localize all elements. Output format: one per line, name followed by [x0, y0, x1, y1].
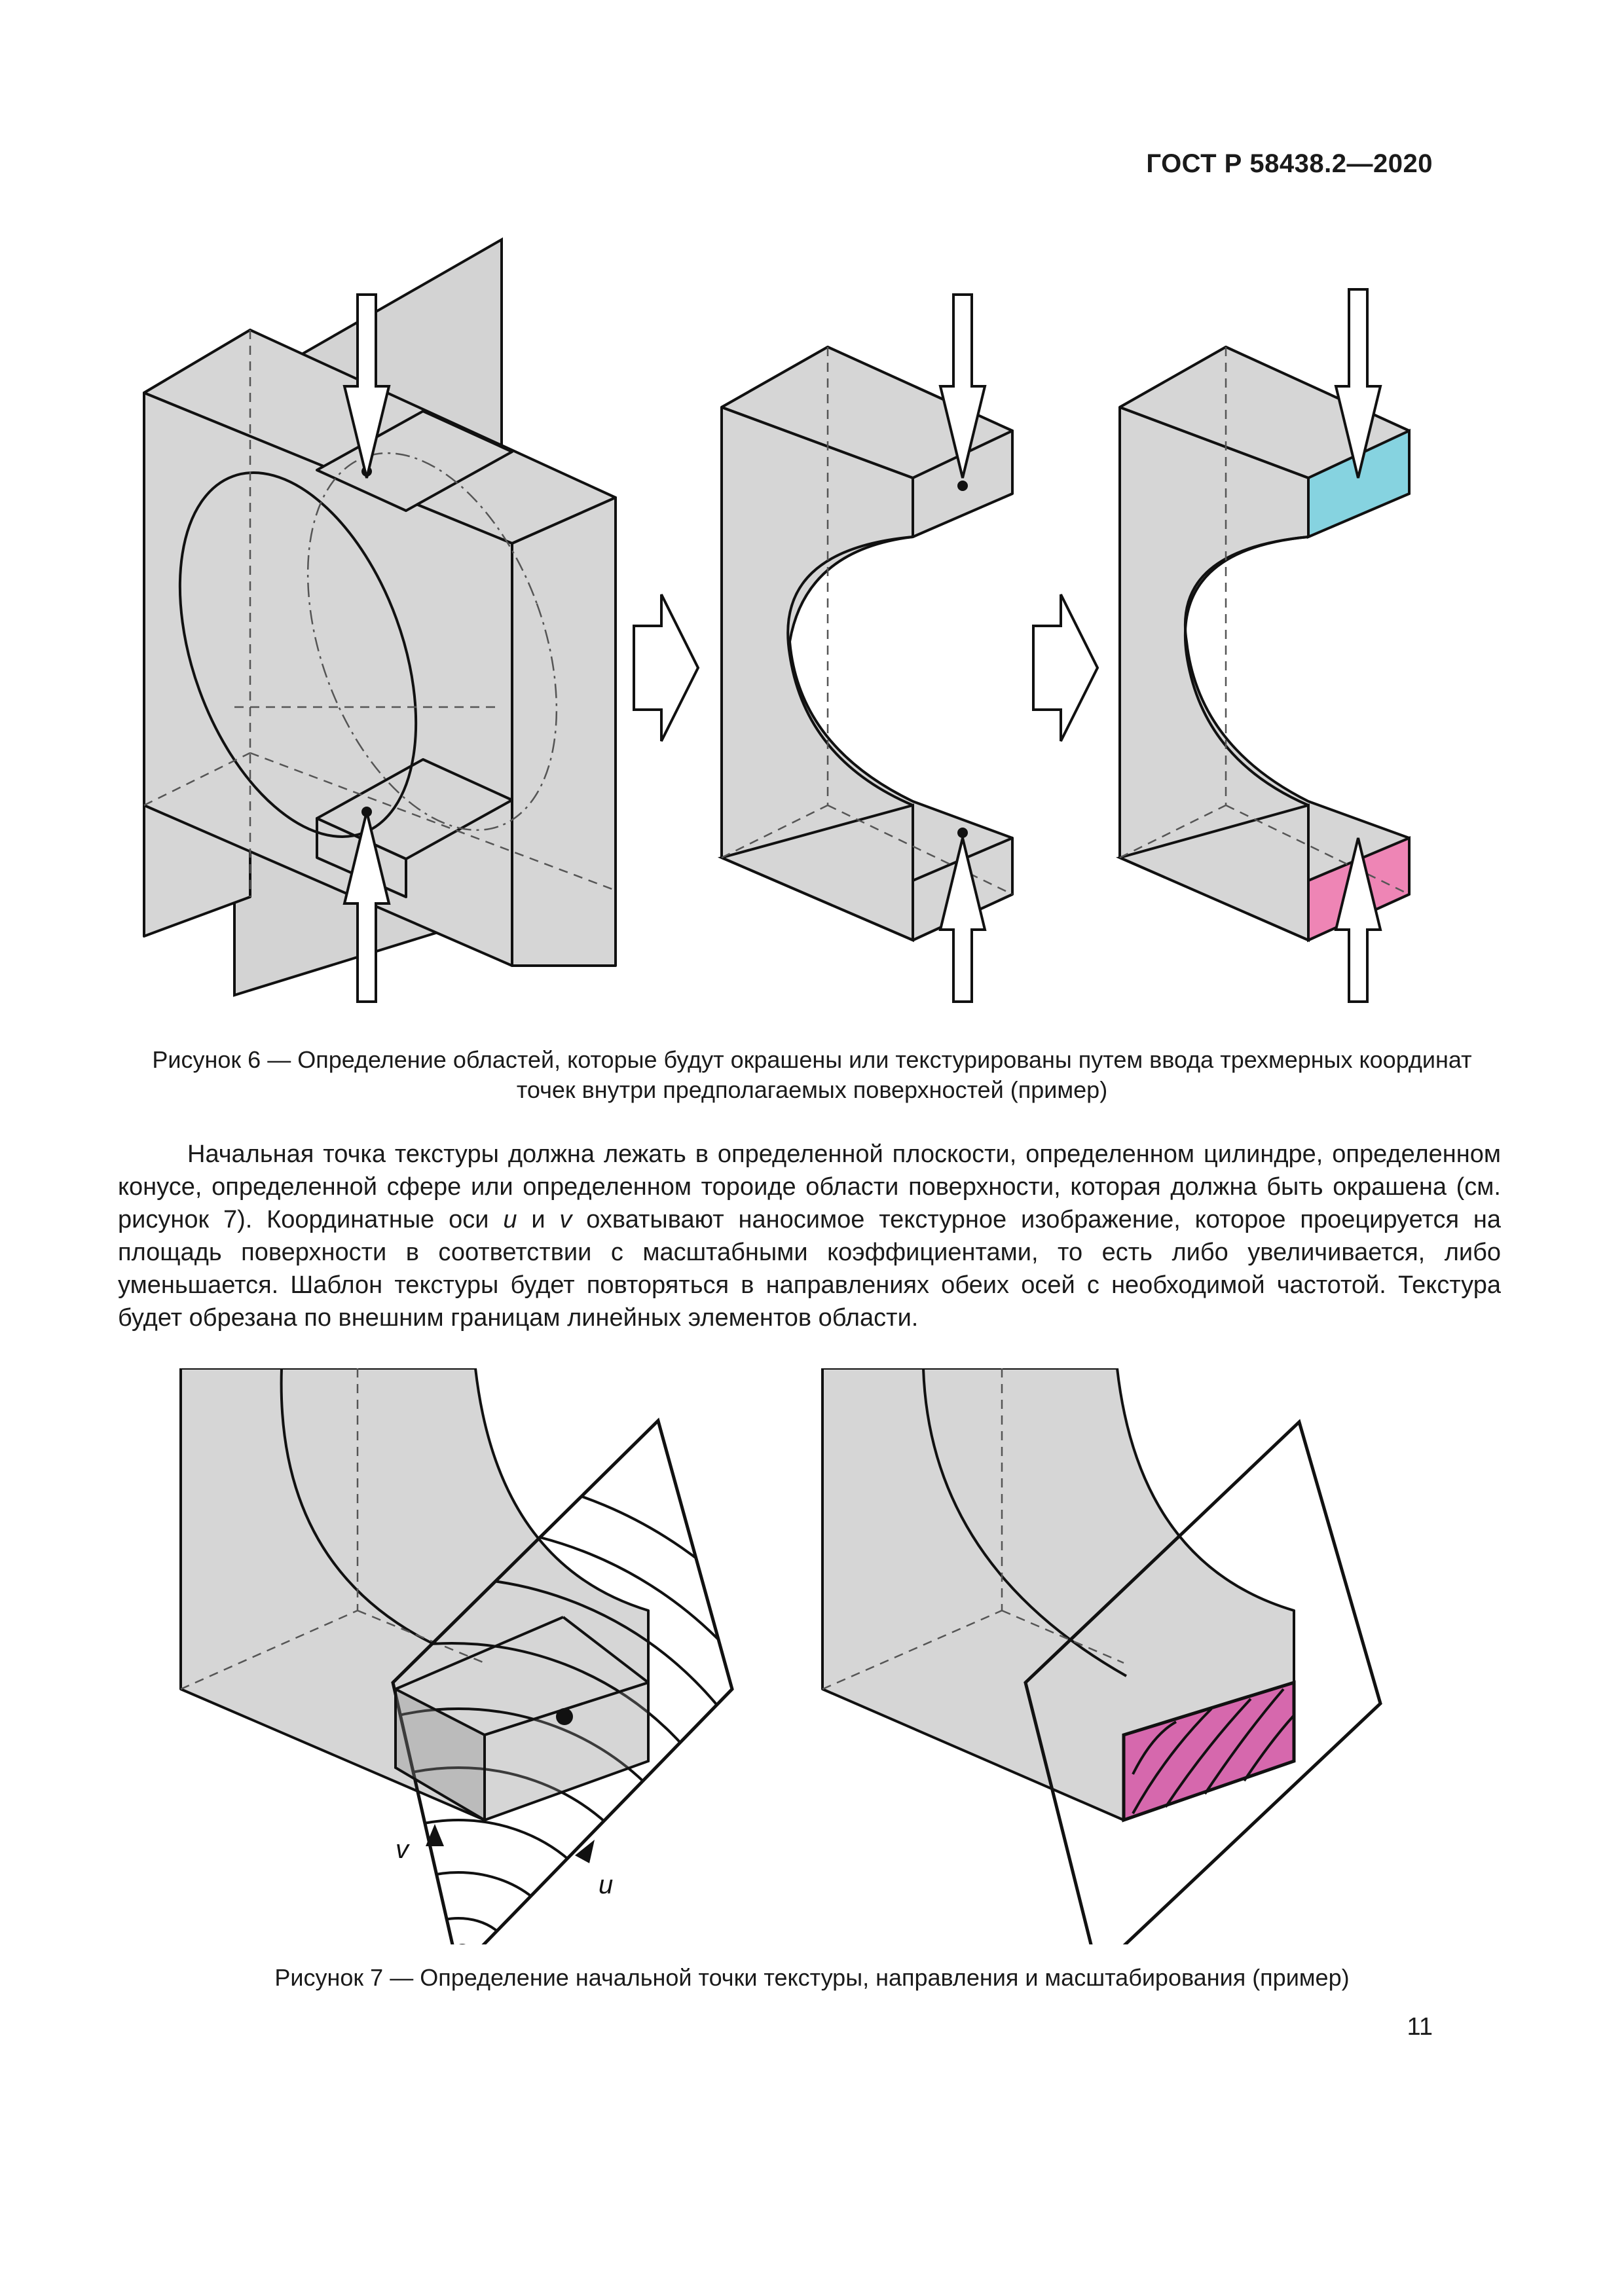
- texture-placement-right: [821, 1368, 1382, 1944]
- texture-origin-point: [556, 1708, 573, 1725]
- page-number: 11: [1407, 2013, 1433, 2041]
- block-carved: [717, 293, 1014, 1003]
- texture-plane: [391, 1417, 734, 1944]
- block-with-cutting-plane: [143, 237, 617, 1003]
- arrow-up-icon: [938, 837, 987, 1003]
- arrow-down-icon: [342, 293, 391, 479]
- axis-u-label: u: [503, 1206, 517, 1233]
- figure-6-caption: Рисунок 6 — Определение областей, которы…: [152, 1046, 1472, 1103]
- block-colored: [1116, 288, 1411, 1003]
- axis-v-label: v: [559, 1206, 572, 1233]
- cylinder-back-edge: [306, 452, 558, 831]
- v-axis-arrow-icon: [426, 1824, 444, 1846]
- figure-7-caption: Рисунок 7 — Определение начальной точки …: [274, 1964, 1350, 1991]
- textured-face: [1122, 1680, 1296, 1823]
- left-block: [179, 1368, 650, 1821]
- arrow-up-icon: [342, 811, 391, 1003]
- arrow-up-icon: [1334, 837, 1382, 1003]
- arrow-right-icon: [1032, 594, 1099, 742]
- arrow-down-icon: [938, 293, 987, 479]
- u-axis-arrow-icon: [575, 1840, 595, 1863]
- block2-curve: [786, 536, 913, 807]
- right-block: [821, 1368, 1295, 1821]
- arrow-down-icon: [1334, 288, 1382, 479]
- texture-plane-right: [1024, 1419, 1382, 1944]
- body-paragraph: Начальная точка текстуры должна лежать в…: [118, 1140, 1502, 1332]
- arrow-right-icon: [633, 594, 700, 742]
- block1-notch-top: [316, 410, 513, 512]
- block1-front-right: [511, 496, 617, 967]
- figure-7: v u: [179, 1368, 1382, 1944]
- document-header: ГОСТ Р 58438.2—2020: [1146, 149, 1433, 178]
- label-u: u: [599, 1870, 613, 1899]
- texture-placement-left: v u: [179, 1368, 734, 1944]
- label-v: v: [396, 1835, 410, 1864]
- figure-6: [143, 237, 1411, 1003]
